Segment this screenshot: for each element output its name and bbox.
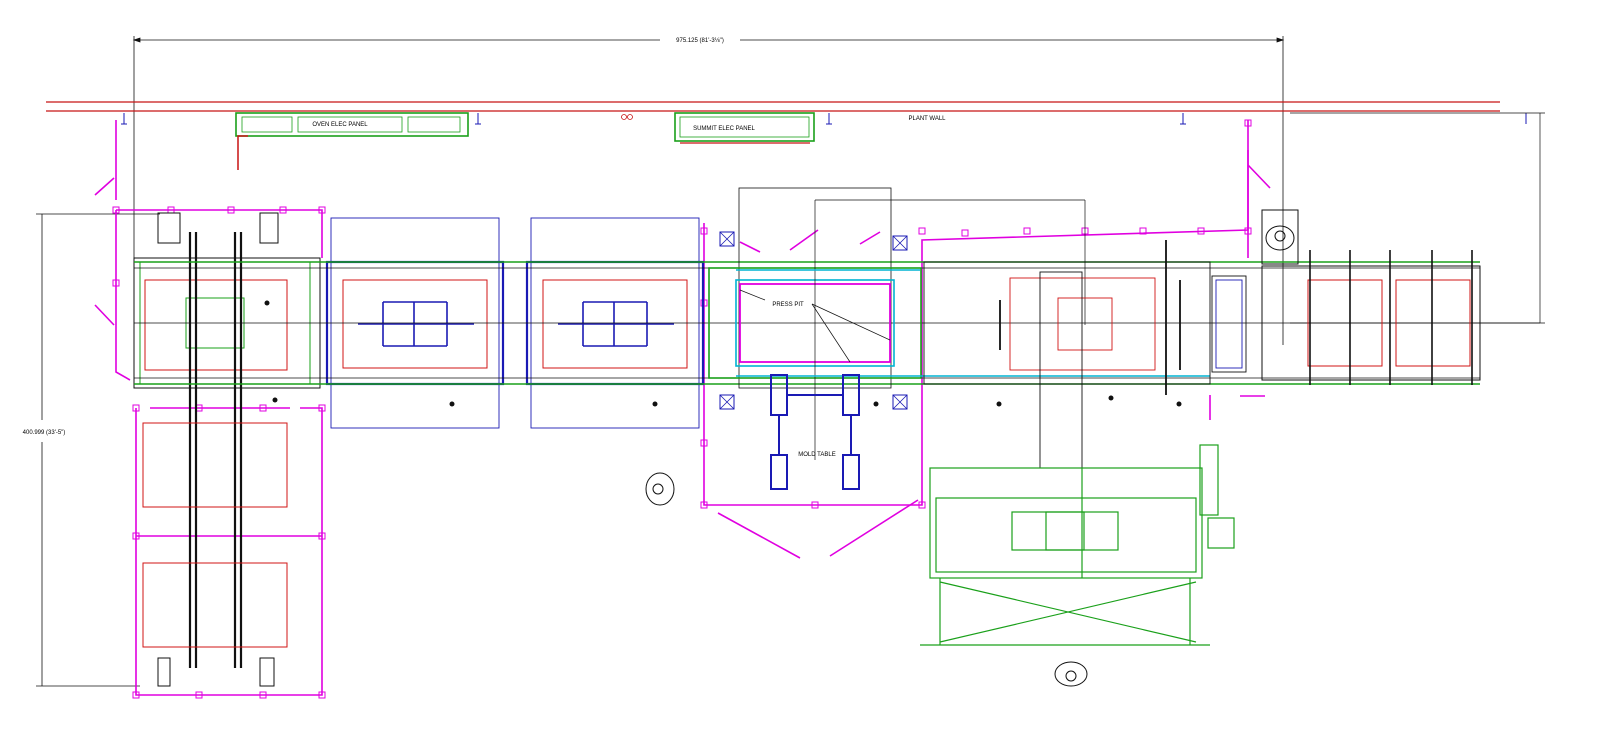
equipment-balloons bbox=[264, 300, 1182, 407]
wall-column-markers bbox=[121, 113, 1527, 125]
mold-table bbox=[770, 374, 860, 490]
wall-outlet-symbol bbox=[621, 114, 633, 120]
oven-elec-panel bbox=[235, 112, 469, 137]
press-pit-label: PRESS PIT bbox=[772, 302, 804, 308]
overall-width-label: 975.125 (81'-3⅛") bbox=[676, 38, 724, 44]
fence-posts bbox=[112, 119, 1252, 699]
operator-symbols bbox=[645, 225, 1295, 687]
oven-panel-conduit bbox=[237, 135, 248, 170]
overall-depth-label: 400.999 (33'-5") bbox=[23, 430, 66, 436]
overall-depth-dimension bbox=[36, 213, 160, 687]
transfer-rails bbox=[188, 232, 243, 668]
demold-rails bbox=[999, 240, 1181, 395]
plant-wall bbox=[46, 101, 1500, 112]
right-depth-dimension bbox=[1290, 112, 1545, 324]
exit-conveyor bbox=[1261, 209, 1481, 381]
main-conveyor-frame bbox=[134, 261, 1480, 385]
conveyor-track bbox=[736, 269, 1210, 377]
trim-station bbox=[920, 444, 1235, 646]
press-corner-crosses bbox=[719, 231, 908, 410]
summit-elec-panel bbox=[674, 112, 815, 142]
press-pit-leaders bbox=[739, 199, 1086, 460]
guard-fence bbox=[94, 120, 1271, 696]
plant-wall-label: PLANT WALL bbox=[908, 116, 946, 122]
mold-table-label: MOLD TABLE bbox=[798, 452, 835, 458]
oven-elec-panel-label: OVEN ELEC PANEL bbox=[312, 122, 368, 128]
demold-conveyor bbox=[923, 261, 1247, 469]
exit-conveyor-rollers bbox=[1309, 250, 1473, 385]
loading-station bbox=[133, 212, 321, 687]
staging-molds bbox=[142, 422, 288, 648]
summit-elec-panel-label: SUMMIT ELEC PANEL bbox=[693, 126, 755, 132]
overall-width-dimension bbox=[132, 36, 1285, 345]
